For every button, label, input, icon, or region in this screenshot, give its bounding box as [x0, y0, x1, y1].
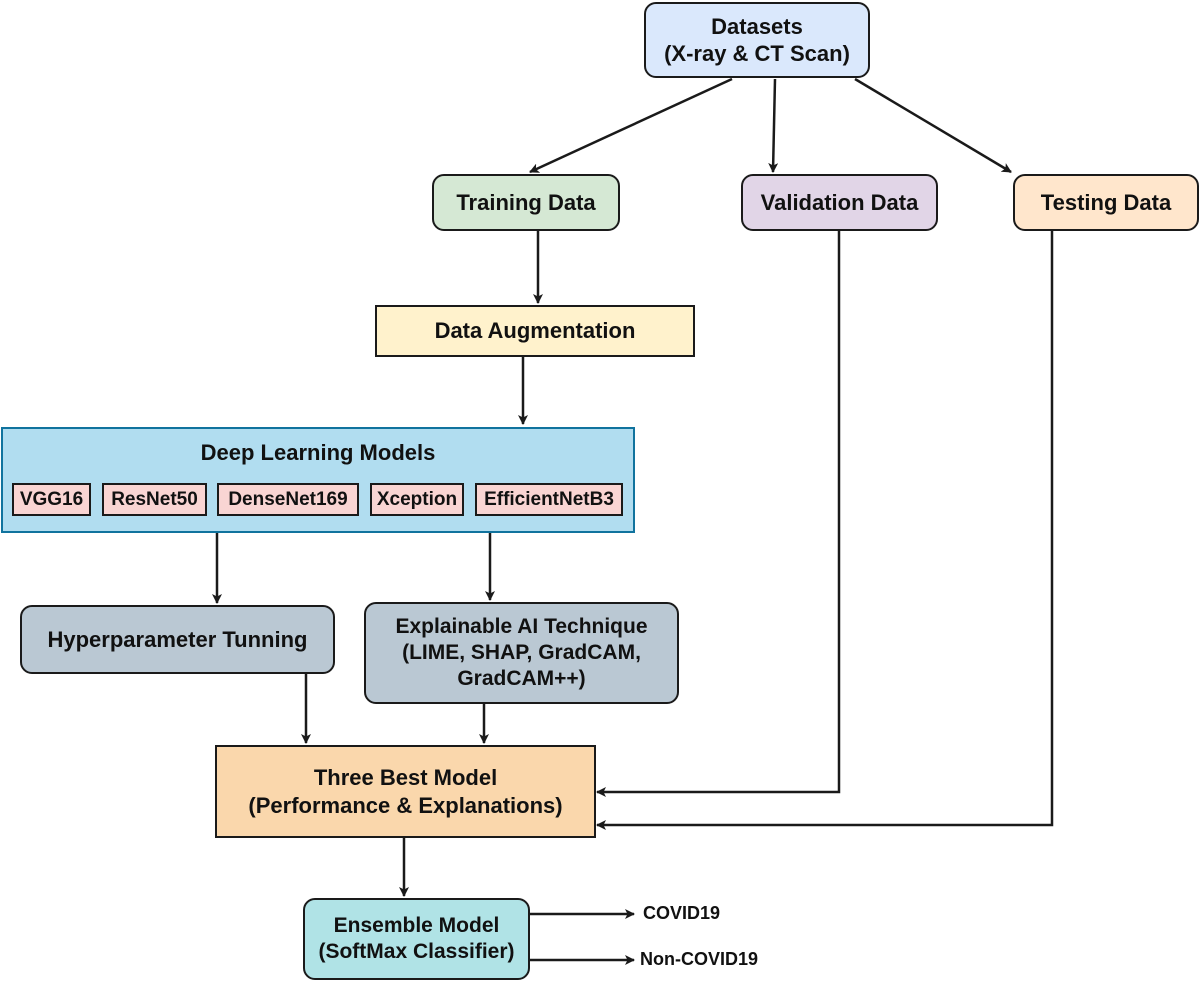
explainable-ai-title: Explainable AI Technique: [395, 614, 648, 638]
model-chip-vgg16: VGG16: [12, 483, 91, 516]
explainable-ai-node: Explainable AI Technique (LIME, SHAP, Gr…: [364, 602, 679, 704]
testing-data-node: Testing Data: [1013, 174, 1199, 231]
arrow-datasets-to-testing: [854, 77, 1012, 174]
explainable-ai-methods-line2: GradCAM++): [457, 667, 586, 691]
explainable-ai-methods-line1: (LIME, SHAP, GradCAM,: [402, 640, 641, 664]
training-data-label: Training Data: [456, 189, 596, 215]
model-chip-densenet169: DenseNet169: [217, 483, 359, 516]
datasets-subtitle: (X-ray & CT Scan): [664, 41, 850, 66]
model-chip-label: DenseNet169: [228, 488, 348, 510]
model-chip-efficientnetb3: EfficientNetB3: [475, 483, 623, 516]
testing-data-label: Testing Data: [1040, 189, 1172, 215]
hyperparameter-tuning-label: Hyperparameter Tunning: [47, 626, 308, 652]
three-best-model-subtitle: (Performance & Explanations): [248, 792, 563, 818]
ensemble-model-subtitle: (SoftMax Classifier): [318, 940, 515, 963]
data-augmentation-node: Data Augmentation: [375, 305, 695, 357]
datasets-node: Datasets (X-ray & CT Scan): [644, 2, 870, 78]
deep-learning-models-title: Deep Learning Models: [200, 440, 436, 465]
arrow-datasets-to-training: [529, 77, 733, 174]
data-augmentation-label: Data Augmentation: [434, 318, 636, 344]
model-chip-label: ResNet50: [111, 488, 198, 510]
arrow-validation-to-best-model: [596, 231, 841, 797]
deep-learning-models-node: Deep Learning Models: [1, 427, 635, 533]
arrow-datasets-to-validation: [768, 78, 779, 173]
three-best-model-node: Three Best Model (Performance & Explanat…: [215, 745, 596, 838]
training-data-node: Training Data: [432, 174, 620, 231]
model-chip-label: EfficientNetB3: [484, 488, 614, 510]
model-chip-xception: Xception: [370, 483, 464, 516]
hyperparameter-tuning-node: Hyperparameter Tunning: [20, 605, 335, 674]
ensemble-model-node: Ensemble Model (SoftMax Classifier): [303, 898, 530, 980]
three-best-model-title: Three Best Model: [313, 765, 498, 790]
model-chip-label: Xception: [376, 488, 458, 510]
validation-data-node: Validation Data: [741, 174, 938, 231]
validation-data-label: Validation Data: [760, 189, 919, 215]
ensemble-model-title: Ensemble Model: [333, 913, 500, 937]
model-chip-label: VGG16: [19, 488, 84, 510]
model-chip-resnet50: ResNet50: [102, 483, 207, 516]
output-covid19: COVID19: [643, 903, 721, 923]
datasets-title: Datasets: [711, 13, 803, 39]
arrow-testing-to-best-model: [596, 231, 1054, 830]
output-non-covid19: Non-COVID19: [640, 949, 759, 969]
